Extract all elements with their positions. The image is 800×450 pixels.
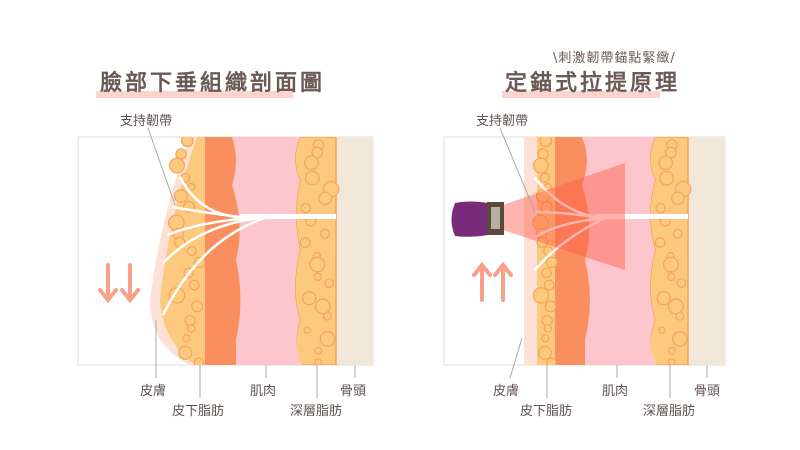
fat-cell [314, 346, 323, 355]
fat-cell [313, 272, 322, 281]
fat-cell [168, 157, 185, 174]
label-deep-fat: 深層脂肪 [290, 403, 342, 419]
fat-cell [536, 236, 548, 248]
fat-cell [319, 331, 336, 347]
fat-cell [539, 172, 550, 183]
fat-cell [193, 357, 205, 365]
fat-cell [186, 246, 197, 257]
fat-cell [188, 279, 200, 291]
fat-cell [658, 326, 666, 334]
title-highlight [502, 91, 660, 98]
ultrasound-beam [503, 163, 625, 270]
left-title: 臉部下垂組織剖面圖 [100, 70, 325, 96]
label-subcutaneous-fat: 皮下脂肪 [520, 403, 572, 419]
fat-cell [541, 267, 552, 279]
fat-cell [654, 237, 666, 248]
fat-cell [187, 183, 196, 191]
label-deep-fat: 深層脂肪 [643, 403, 695, 419]
fat-cell [658, 155, 673, 171]
fat-cell [659, 170, 674, 186]
fat-cell [543, 183, 552, 191]
fat-cell [675, 311, 685, 321]
fat-cell [672, 228, 683, 239]
fat-cell [319, 228, 330, 239]
bone-layer [688, 137, 725, 365]
down-arrows-icon [98, 263, 140, 304]
fat-cell [672, 331, 688, 347]
label-subcutaneous-fat: 皮下脂肪 [172, 403, 224, 419]
up-arrows-icon [472, 261, 513, 302]
fat-cell [667, 298, 684, 315]
fat-cell [656, 291, 671, 306]
fat-cell [543, 324, 553, 333]
fat-cell [545, 256, 558, 269]
label-skin: 皮膚 [493, 383, 519, 399]
fat-cell [535, 188, 550, 203]
fat-cell [541, 334, 550, 343]
fat-cell [309, 256, 326, 273]
sagging-cross-section [77, 136, 374, 366]
label-muscle: 肌肉 [250, 384, 276, 399]
fat-cell [676, 278, 687, 289]
fat-cell [299, 237, 311, 248]
fat-cell [300, 202, 311, 214]
label-muscle: 肌肉 [602, 384, 628, 399]
fat-cell [191, 300, 204, 313]
label-skin: 皮膚 [140, 383, 166, 399]
right-title: 定錨式拉提原理 [505, 70, 680, 96]
retaining-ligaments [161, 176, 336, 316]
fat-cell [178, 345, 193, 360]
fat-cell [667, 358, 676, 365]
label-bone: 骨頭 [694, 384, 720, 399]
anchor-lift-cross-section [443, 136, 726, 366]
dermis-layer [205, 137, 241, 365]
fat-cell [543, 279, 555, 291]
fat-cell [667, 272, 676, 281]
bone-layer [336, 137, 373, 365]
fat-cell [532, 287, 550, 304]
fat-cell [314, 358, 323, 365]
right-tagline: \刺激韌帶錨點緊緻/ [553, 51, 676, 66]
fat-cell [187, 324, 196, 333]
fat-cell [532, 157, 549, 174]
fat-cell [184, 314, 196, 327]
title-highlight [96, 91, 293, 98]
fat-cell [303, 326, 311, 334]
fat-cell [539, 137, 553, 148]
fat-cell [318, 191, 332, 206]
muscle-layer [582, 137, 657, 365]
deep-fat-layer [294, 137, 337, 365]
retaining-ligaments [534, 177, 688, 271]
fat-cell [311, 146, 323, 159]
fat-cell [537, 345, 552, 360]
fat-cell [655, 202, 666, 214]
fat-cell [314, 298, 331, 315]
right-ligament-label: 支持韌帶 [476, 114, 528, 129]
fat-cell [304, 170, 320, 186]
fat-cell [537, 148, 549, 160]
fat-cell [302, 291, 317, 306]
fat-cell [544, 300, 557, 313]
fat-cell [180, 137, 194, 148]
dermis-layer [555, 137, 590, 365]
muscle-layer [232, 137, 302, 365]
fat-cell [173, 188, 188, 203]
fat-cell [541, 314, 553, 327]
left-ligament-label: 支持韌帶 [120, 114, 172, 129]
fat-cell [667, 346, 676, 355]
ultrasound-device-icon [451, 201, 504, 237]
label-bone: 骨頭 [340, 384, 366, 399]
fat-cell [182, 334, 191, 343]
fat-cell [546, 357, 557, 365]
fat-cell [671, 191, 685, 206]
fat-cell [324, 278, 335, 289]
fat-cell [322, 311, 332, 321]
fat-cell [304, 155, 319, 171]
fat-cell [662, 256, 679, 273]
